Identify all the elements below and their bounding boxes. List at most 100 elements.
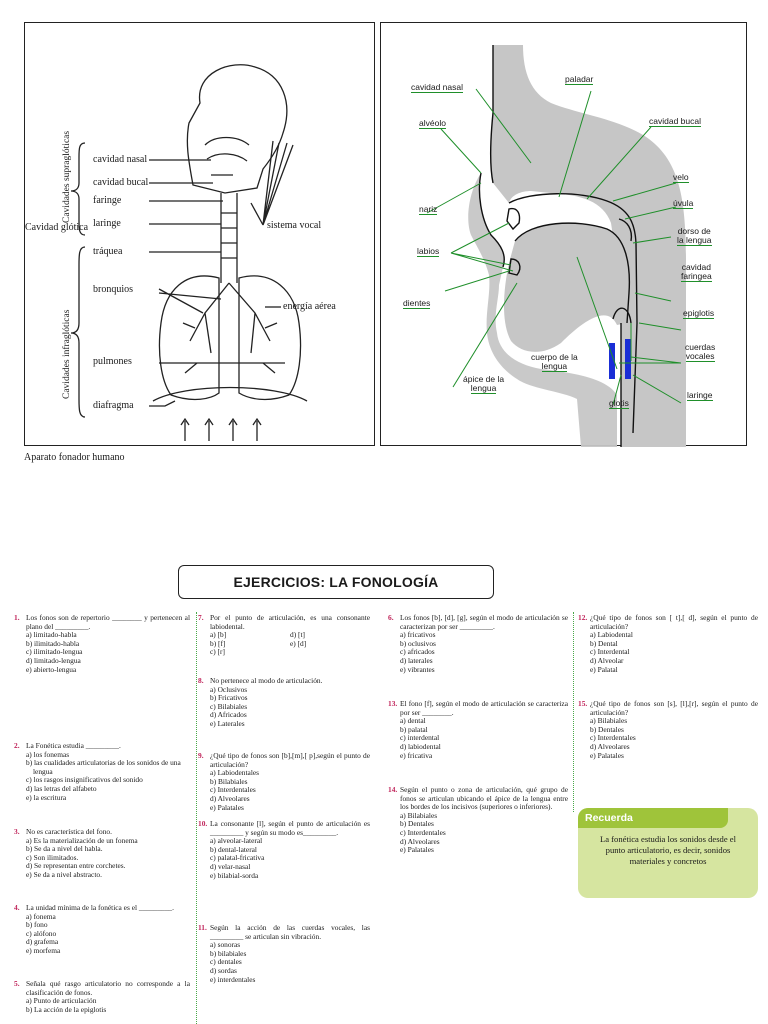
question-text: ¿Qué tipo de fonos son [b],[m],[ p],segú…	[210, 751, 370, 769]
recuerda-tab: Recuerda	[578, 808, 728, 828]
answer-option: d) sordas	[198, 965, 370, 976]
answer-option-text: c) Son ilimitados.	[26, 852, 79, 862]
answer-option-text: b) Dentales	[590, 724, 624, 734]
exercise-question: 9.¿Qué tipo de fonos son [b],[m],[ p],se…	[198, 751, 370, 812]
answer-option-text: a) Oclusivos	[210, 684, 248, 694]
answer-option-text: e) bilabial-sorda	[210, 870, 259, 880]
answer-option: a) los fonemas	[14, 750, 190, 760]
respiratory-diagram: Cavidades supraglóticas Cavidades infrag…	[24, 22, 375, 446]
answer-option-text: b) Fricativos	[210, 693, 248, 703]
label-paladar: paladar	[565, 74, 594, 85]
answer-option-text: a) Labiodental	[590, 630, 633, 640]
answer-option-text: e) Palatales	[400, 845, 434, 855]
answer-option-text: b) Se da a nivel del habla.	[26, 844, 103, 854]
exercise-question: 14.Según el punto o zona de articulación…	[388, 785, 568, 855]
answer-option: e) Palatales	[578, 751, 758, 761]
answer-option-text: b) ilimitado-habla	[26, 638, 80, 648]
answer-option-text: d) Alveolares	[210, 793, 250, 803]
question-text: La unidad mínima de la fonética es el __…	[26, 903, 174, 912]
question-number: 3.	[14, 827, 20, 836]
answer-option: e) Laterales	[198, 718, 370, 729]
answer-option: b) fono	[14, 921, 190, 930]
question-number: 6.	[388, 613, 394, 622]
answer-option-text: e) Palatales	[210, 802, 244, 812]
answer-option-text: d) sordas	[210, 965, 237, 975]
question-text: Por el punto de articulación, es una con…	[210, 613, 370, 631]
answer-option-text: e) abierto-lengua	[26, 664, 77, 674]
recuerda-box: Recuerda La fonética estudia los sonidos…	[578, 808, 758, 898]
answer-option-text: d) Se representan entre corchetes.	[26, 861, 126, 871]
exercise-question: 6.Los fonos [b], [d], [g], según el modo…	[388, 613, 568, 674]
answer-option-text: a) sonoras	[210, 940, 241, 950]
question-stem: 2.La Fonética estudia _________.	[14, 741, 190, 751]
answer-option: d) grafema	[14, 938, 190, 947]
group-label-supraglottic: Cavidades supraglóticas	[62, 130, 72, 223]
answer-option: e) Palatales	[388, 846, 568, 855]
exercise-question: 5.Señala qué rasgo articulatorio no corr…	[14, 979, 190, 1015]
respiratory-drawing	[70, 64, 308, 441]
label-traquea: tráquea	[93, 246, 123, 257]
question-stem: 5.Señala qué rasgo articulatorio no corr…	[14, 979, 190, 997]
answer-option-text: d) Alveolares	[400, 836, 440, 846]
exercise-question: 10.La consonante [l], según el punto de …	[198, 819, 370, 881]
answer-option-text: e) interdentales	[210, 974, 256, 984]
question-text: La consonante [l], según el punto de art…	[210, 819, 370, 837]
answer-option: a) alveolar-lateral	[198, 837, 370, 846]
label-faringe: faringe	[93, 195, 122, 206]
answer-option-text: b) fono	[26, 920, 48, 930]
question-stem: 13.El fono [f], según el modo de articul…	[388, 699, 568, 717]
answer-option-text: d) Alveolar	[590, 655, 624, 665]
answer-option: a) Bilabiales	[578, 717, 758, 726]
exercise-question: 3.No es característica del fono.a) Es la…	[14, 827, 190, 880]
label-epiglotis: epiglotis	[683, 308, 715, 319]
answer-option: b) La acción de la epiglotis	[14, 1005, 190, 1015]
answer-option-text: c) ilimitado-lengua	[26, 647, 83, 657]
answer-option-text: e) la escritura	[26, 792, 67, 802]
answer-option-text: a) Punto de articulación	[26, 996, 97, 1006]
question-stem: 3.No es característica del fono.	[14, 827, 190, 837]
answer-option-text: e) Laterales	[210, 718, 245, 728]
question-number: 11.	[198, 923, 207, 932]
label-nariz: nariz	[419, 204, 438, 215]
label-sistema-vocal: sistema vocal	[267, 220, 322, 231]
label-cavidad-nasal: cavidad nasal	[93, 154, 148, 165]
answer-option: c) Bilabiales	[198, 702, 370, 712]
answer-option: c) los rasgos insignificativos del sonid…	[14, 776, 190, 785]
answer-option-text: b) Bilabiales	[210, 776, 248, 786]
answer-option: d) velar-nasal	[198, 862, 370, 872]
answer-option-text: a) Es la materialización de un fonema	[26, 835, 138, 845]
answer-option-text: c) africados	[400, 647, 435, 657]
answer-option-text: c) interdental	[400, 733, 440, 743]
answer-option-text: d) labiodental	[400, 741, 441, 751]
answer-option-text: b) oclusivos	[400, 638, 436, 648]
question-text: La Fonética estudia _________.	[26, 741, 121, 750]
answer-option-text: d) laterales	[400, 655, 433, 665]
answer-option: d) laterales	[388, 655, 568, 666]
question-stem: 9.¿Qué tipo de fonos son [b],[m],[ p],se…	[198, 751, 370, 769]
answer-option: a) sonoras	[198, 941, 370, 950]
question-stem: 8.No pertenece al modo de articulación.	[198, 676, 370, 686]
answer-option: c) alófono	[14, 929, 190, 939]
answer-option: c) dentales	[198, 958, 370, 967]
answer-option: e) Palatal	[578, 664, 758, 675]
exercises-title: EJERCICIOS: LA FONOLOGÍA	[233, 574, 439, 590]
question-number: 4.	[14, 903, 20, 912]
recuerda-text: La fonética estudia los sonidos desde el…	[599, 834, 737, 866]
label-bronquios: bronquios	[93, 284, 133, 295]
question-text: ¿Qué tipo de fonos son [s], [l],[r], seg…	[590, 699, 758, 717]
answer-option-text: e) Palatal	[590, 664, 618, 674]
answer-option-text: b) dental-lateral	[210, 844, 257, 854]
question-number: 10.	[198, 819, 208, 828]
answer-option: e) bilabial-sorda	[198, 870, 370, 881]
answer-option-text: b) palatal	[400, 724, 428, 734]
answer-option: c) Interdentales	[578, 734, 758, 743]
question-number: 12.	[578, 613, 588, 622]
answer-option: d) Africados	[198, 711, 370, 720]
column-divider	[573, 612, 574, 812]
answer-option: b) dental-lateral	[198, 844, 370, 855]
answer-option: a) Bilabiales	[388, 811, 568, 821]
answer-option: d) las letras del alfabeto	[14, 784, 190, 794]
label-cavidad-nasal: cavidad nasal	[411, 82, 463, 93]
